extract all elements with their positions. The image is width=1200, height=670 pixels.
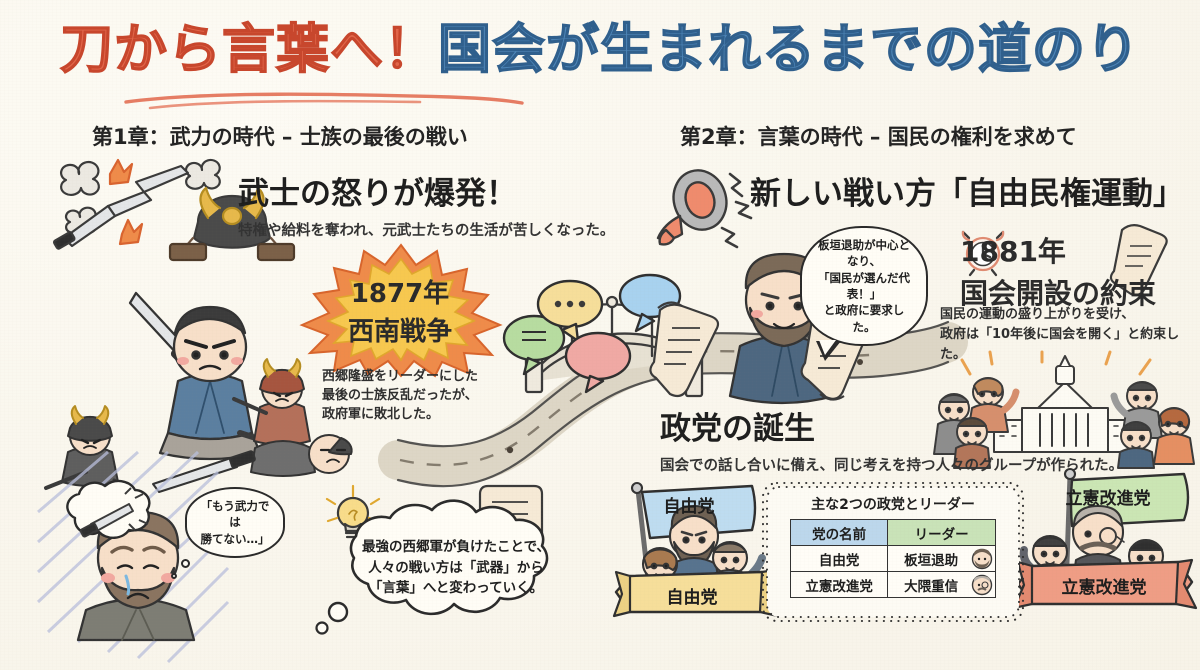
burst-caption-line-3: 政府軍に敗北した。	[322, 406, 440, 422]
saigo-thought-bubble: 「もう武力では 勝てない…」	[171, 487, 285, 579]
jiyuto-ribbon-label: 自由党	[666, 587, 718, 608]
saigo-bubble-line-1: 「もう武力では	[200, 499, 270, 530]
heading-party-birth-text: 政党の誕生	[660, 411, 815, 447]
megaphone-icon	[656, 169, 753, 249]
promise-caption: 国民の運動の盛り上がりを受け、 政府は「10年後に国会を開く」と約束した。	[940, 305, 1200, 365]
cloud-line-1: 最強の西郷軍が負けたことで、	[361, 538, 551, 555]
caption-bushi-anger: 特権や給料を奪われ、元武士たちの生活が苦しくなった。	[238, 223, 615, 239]
cloud-shape	[315, 499, 549, 635]
page-title: 刀から言葉へ！国会が生まれるまでの道のり	[0, 19, 1200, 80]
burst-year: 1877年	[350, 279, 450, 309]
diet-building-and-crowd	[933, 350, 1195, 469]
cloud-line-3: 「言葉」へと変わっていく。	[368, 580, 544, 597]
itagaki-speech-bubble: 板垣退助が中心となり、 「国民が選んだ代表！」 と政府に要求した。	[800, 226, 928, 361]
heading-bushi-anger: 武士の怒りが爆発！	[234, 168, 621, 213]
itagaki-bubble-line-2: 「国民が選んだ代表！」	[818, 270, 910, 301]
rikkenkaishinto-ribbon-label: 立憲改進党	[1061, 577, 1147, 598]
scroll-icon-promise	[1109, 224, 1168, 297]
table-cell-party-2: 立憲改進党	[789, 571, 889, 598]
heading-bushi-anger-text: 武士の怒りが爆発！	[238, 176, 517, 212]
itagaki-bubble-line-3: と政府に要求した。	[823, 303, 905, 334]
leader-name-1: 板垣退助	[904, 552, 959, 569]
burst-caption: 西郷隆盛をリーダーにした 最後の士族反乱だったが、 政府軍に敗北した。	[322, 368, 478, 425]
cloud-message: 最強の西郷軍が負けたことで、 人々の戦い方は「武器」から 「言葉」へと変わってい…	[322, 512, 590, 624]
saigo-bubble-line-2: 勝てない…」	[200, 531, 270, 546]
table-header-leader: リーダー	[887, 519, 996, 546]
title-part-blue: 国会が生まれるまでの道のり	[437, 19, 1140, 80]
itagaki-face-icon	[971, 548, 993, 570]
promise-1881-block: 1881年 国会開設の約束	[954, 230, 1165, 312]
table-header-row: 党の名前 リーダー	[789, 519, 996, 546]
no-sword-thought-bubble	[66, 479, 151, 539]
table-row: 立憲改進党 大隈重信	[789, 571, 996, 598]
heading-jiyu-minken-text: 新しい戦い方「自由民権運動」	[750, 176, 1184, 212]
party-table: 党の名前 リーダー 自由党 板垣退助	[789, 519, 996, 598]
caption-party-birth: 国会での話し合いに備え、同じ考えを持つ人々のグループが作られた。	[660, 458, 1124, 474]
chapter-1-label: 第1章：武力の時代 – 士族の最後の戦い	[66, 112, 494, 164]
chapter-1-label-text: 第1章：武力の時代 – 士族の最後の戦い	[92, 125, 468, 149]
fallen-samurai-bottom	[250, 434, 353, 477]
jiyuto-ribbon-shape	[612, 568, 780, 618]
burst-caption-line-2: 最後の士族反乱だったが、	[322, 387, 478, 403]
rikkenkaishinto-flag-label: 立憲改進党	[1065, 488, 1151, 509]
chapter-2-label: 第2章：言葉の時代 – 国民の権利を求めて	[654, 112, 1103, 164]
burst-caption-line-1: 西郷隆盛をリーダーにした	[322, 369, 479, 384]
promise-year-wrap: 1881年	[954, 230, 1074, 270]
jiyuto-flag-label: 自由党	[663, 496, 715, 517]
title-part-red: 刀から言葉へ！	[59, 19, 438, 80]
broken-weapons-illustration	[52, 158, 296, 262]
table-row: 自由党 板垣退助	[789, 545, 996, 572]
party-table-card: 主な2つの政党とリーダー 党の名前 リーダー 自由党 板垣退助	[767, 487, 1019, 617]
petition-scroll-icon-bridge	[649, 301, 720, 398]
burst-1877-seinan-war: 1877年 西南戦争	[300, 248, 500, 373]
colored-speech-bubbles-cluster	[502, 273, 682, 394]
party-table-title: 主な2つの政党とリーダー	[811, 497, 975, 513]
okuma-face-icon	[971, 574, 993, 596]
promise-name: 国会開設の約束	[960, 277, 1157, 310]
table-cell-leader-1: 板垣退助	[887, 545, 996, 572]
table-cell-party-1: 自由党	[789, 545, 889, 572]
section-heading-ch2: 新しい戦い方「自由民権運動」	[746, 168, 1190, 213]
heading-jiyu-minken: 新しい戦い方「自由民権運動」	[746, 168, 1190, 213]
defeated-samurai-right	[232, 358, 311, 446]
promise-name-wrap: 国会開設の約束	[954, 272, 1165, 312]
alarm-clock-icon	[961, 230, 1005, 277]
promise-caption-line-1: 国民の運動の盛り上がりを受け、	[940, 307, 1135, 322]
burst-background-shape	[299, 243, 503, 378]
promise-year: 1881年	[960, 235, 1066, 268]
leader-name-2: 大隈重信	[904, 578, 959, 595]
table-header-party: 党の名前	[789, 519, 889, 546]
heading-party-birth: 政党の誕生	[656, 403, 1130, 448]
section-heading-ch1: 武士の怒りが爆発！ 特権や給料を奪われ、元武士たちの生活が苦しくなった。	[234, 168, 621, 240]
chapter-2-label-text: 第2章：言葉の時代 – 国民の権利を求めて	[680, 125, 1077, 149]
cloud-line-2: 人々の戦い方は「武器」から	[368, 559, 544, 576]
table-cell-leader-2: 大隈重信	[887, 571, 996, 598]
promise-caption-line-2: 政府は「10年後に国会を開く」と約束した。	[940, 327, 1180, 363]
title-underline-stroke	[124, 92, 524, 110]
section-heading-parties: 政党の誕生 国会での話し合いに備え、同じ考えを持つ人々のグループが作られた。	[656, 403, 1130, 475]
itagaki-bubble-line-1: 板垣退助が中心となり、	[818, 238, 910, 269]
burst-event-name: 西南戦争	[347, 317, 452, 347]
